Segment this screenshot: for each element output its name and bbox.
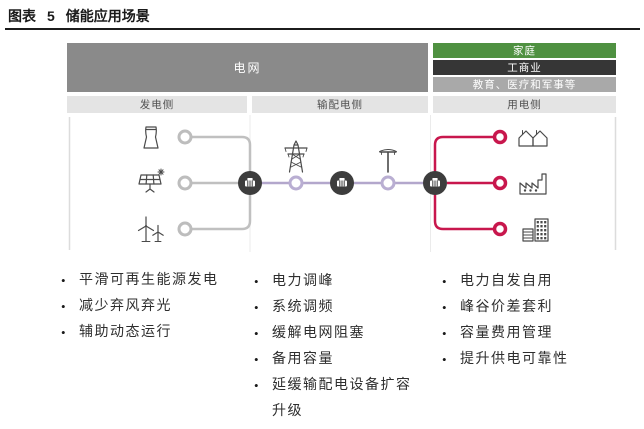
houses-icon bbox=[518, 130, 548, 147]
list-item: • 缓解电网阻塞 bbox=[249, 321, 417, 347]
consumption-branch-top bbox=[433, 135, 494, 183]
list-item: • 平滑可再生能源发电 bbox=[56, 268, 248, 294]
list-item-text: 系统调频 bbox=[272, 300, 334, 315]
source-node-wind bbox=[177, 221, 193, 237]
bullet-dot: • bbox=[61, 273, 68, 288]
solar-panel-icon bbox=[138, 168, 165, 193]
bullet-dot: • bbox=[254, 326, 261, 341]
list-item: • 辅助动态运行 bbox=[56, 320, 248, 346]
list-item-text: 缓解电网阻塞 bbox=[272, 326, 365, 341]
list-item: • 峰谷价差套利 bbox=[437, 295, 622, 321]
grid-header-box: 电网 bbox=[67, 43, 428, 92]
segment-home: 家庭 bbox=[433, 43, 616, 59]
bullet-dot: • bbox=[442, 326, 449, 341]
list-item-text: 延缓输配电设备扩容升级 bbox=[272, 378, 412, 419]
user-node-factory bbox=[492, 175, 508, 191]
bullet-dot: • bbox=[254, 274, 261, 289]
transmission-tower-icon bbox=[284, 140, 308, 173]
source-node-nuclear bbox=[177, 129, 193, 145]
column-label-transmission: 输配电侧 bbox=[252, 96, 428, 113]
list-item-text: 平滑可再生能源发电 bbox=[79, 273, 219, 288]
utility-pole-icon bbox=[379, 149, 397, 173]
list-item-text: 容量费用管理 bbox=[460, 326, 553, 341]
bullet-dot: • bbox=[254, 352, 261, 367]
list-item-text: 辅助动态运行 bbox=[79, 325, 172, 340]
list-item: • 减少弃风弃光 bbox=[56, 294, 248, 320]
list-item-text: 电力自发自用 bbox=[460, 274, 553, 289]
flow-diagram bbox=[68, 115, 617, 252]
grid-node-tower bbox=[288, 175, 304, 191]
column-label-generation: 发电侧 bbox=[67, 96, 247, 113]
office-building-icon bbox=[522, 218, 549, 242]
consumption-branch-bottom bbox=[433, 183, 494, 231]
user-segment-stack: 家庭 工商业 教育、医疗和军事等 bbox=[433, 43, 616, 92]
segment-industry: 工商业 bbox=[433, 59, 616, 76]
segment-education: 教育、医疗和军事等 bbox=[433, 76, 616, 92]
list-item: • 提升供电可靠性 bbox=[437, 347, 622, 373]
user-node-home bbox=[492, 129, 508, 145]
list-item-text: 峰谷价差套利 bbox=[460, 300, 553, 315]
wind-turbine-icon bbox=[137, 216, 164, 242]
bullet-dot: • bbox=[61, 299, 68, 314]
bullet-dot: • bbox=[442, 274, 449, 289]
user-node-building bbox=[492, 221, 508, 237]
list-item: • 电力调峰 bbox=[249, 269, 417, 295]
figure-title-text: 储能应用场景 bbox=[65, 8, 150, 24]
list-item: • 系统调频 bbox=[249, 295, 417, 321]
bullet-dot: • bbox=[254, 378, 261, 393]
figure-title-prefix: 图表 bbox=[8, 8, 36, 24]
factory-icon bbox=[519, 173, 547, 195]
figure-title: 图表 5 储能应用场景 bbox=[8, 6, 150, 26]
bullet-dot: • bbox=[442, 300, 449, 315]
bullet-dot: • bbox=[442, 352, 449, 367]
list-item-text: 备用容量 bbox=[272, 352, 334, 367]
list-item: • 延缓输配电设备扩容升级 bbox=[249, 373, 417, 425]
storage-node-icon bbox=[329, 170, 355, 196]
source-node-solar bbox=[177, 175, 193, 191]
transmission-bullet-list: • 电力调峰 • 系统调频 • 缓解电网阻塞 • 备用容量 • 延缓输配电设备扩… bbox=[249, 269, 417, 425]
cooling-tower-icon bbox=[143, 126, 159, 149]
bullet-dot: • bbox=[61, 325, 68, 340]
figure-number: 5 bbox=[47, 8, 55, 24]
list-item-text: 提升供电可靠性 bbox=[460, 352, 569, 367]
generation-bullet-list: • 平滑可再生能源发电 • 减少弃风弃光 • 辅助动态运行 bbox=[56, 268, 248, 346]
list-item-text: 电力调峰 bbox=[272, 274, 334, 289]
list-item-text: 减少弃风弃光 bbox=[79, 299, 172, 314]
storage-node-icon bbox=[422, 170, 448, 196]
column-label-consumption: 用电侧 bbox=[433, 96, 616, 113]
consumption-bullet-list: • 电力自发自用 • 峰谷价差套利 • 容量费用管理 • 提升供电可靠性 bbox=[437, 269, 622, 373]
title-underline bbox=[5, 28, 640, 30]
list-item: • 容量费用管理 bbox=[437, 321, 622, 347]
grid-node-pole bbox=[380, 175, 396, 191]
storage-node-icon bbox=[237, 170, 263, 196]
list-item: • 备用容量 bbox=[249, 347, 417, 373]
list-item: • 电力自发自用 bbox=[437, 269, 622, 295]
bullet-dot: • bbox=[254, 300, 261, 315]
